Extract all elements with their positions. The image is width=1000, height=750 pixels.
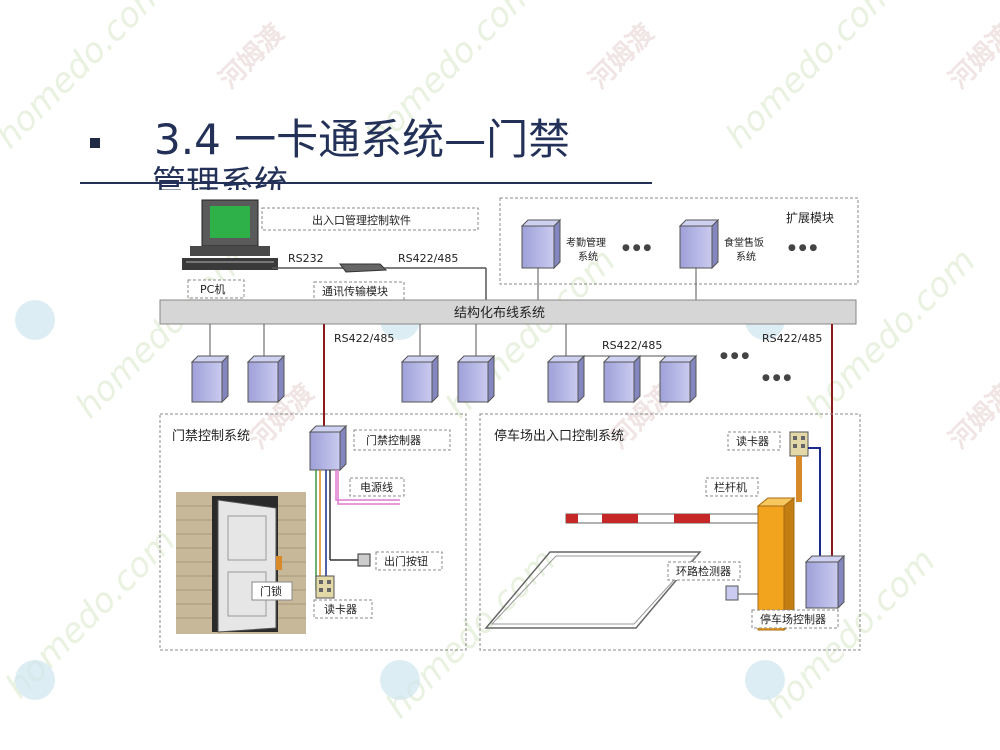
rs422-mid-label: RS422/485	[602, 339, 662, 352]
canteen-label-2: 系统	[736, 250, 756, 263]
parking-reader-label: 读卡器	[736, 434, 769, 448]
rs422-top-label: RS422/485	[398, 252, 458, 265]
barrier-label: 栏杆机	[714, 480, 747, 494]
loop-detector-icon	[725, 585, 739, 601]
parking-reader-label-box	[727, 431, 781, 451]
controller-cabinet-icon	[456, 354, 496, 404]
attendance-label-2: 系统	[578, 250, 598, 263]
page-title: 3.4 一卡通系统—门禁	[154, 115, 571, 164]
parking-card-reader-icon	[789, 431, 809, 502]
attendance-label: 考勤管理	[566, 236, 606, 249]
controller-cabinet-icon	[546, 354, 586, 404]
pc-label: PC机	[200, 282, 225, 296]
comm-module-icon	[339, 263, 388, 273]
loop-detector-label-box	[667, 561, 741, 581]
comm-module-label: 通讯传输模块	[322, 284, 388, 298]
ground-loop	[484, 551, 702, 629]
reader-label: 读卡器	[324, 602, 357, 616]
pc-label-box	[187, 279, 245, 299]
door-controller-label-box	[353, 429, 451, 451]
controller-cabinet-icon	[246, 354, 286, 404]
controller-cabinet-icon	[400, 354, 440, 404]
ellipsis-4: ● ● ●	[762, 373, 791, 383]
parking-controller-label: 停车场控制器	[760, 612, 826, 626]
watermark-flower-icon	[380, 660, 420, 700]
attendance-cabinet-icon	[520, 218, 562, 270]
canteen-cabinet-icon	[678, 218, 720, 270]
reader-label-box	[313, 599, 373, 619]
pc-icon	[182, 199, 278, 270]
watermark-flower-icon	[15, 300, 55, 340]
door-controller-cabinet-icon	[308, 424, 348, 472]
rs422-right-label: RS422/485	[762, 332, 822, 345]
exit-button-label: 出门按钮	[384, 554, 428, 568]
controller-cabinet-icon	[658, 354, 698, 404]
extension-label: 扩展模块	[786, 211, 834, 225]
ellipsis-3: ● ● ●	[720, 351, 749, 361]
power-label: 电源线	[360, 480, 393, 494]
controller-cabinet-icon	[602, 354, 642, 404]
software-label: 出入口管理控制软件	[312, 213, 411, 227]
exit-button-label-box	[375, 551, 443, 571]
bullet-icon	[90, 138, 100, 148]
watermark-flower-icon	[15, 660, 55, 700]
parking-system-label: 停车场出入口控制系统	[494, 428, 624, 444]
card-reader-icon	[315, 575, 335, 599]
extension-region	[499, 197, 859, 285]
cabinet-row	[190, 354, 698, 404]
lock-label-box	[251, 581, 293, 601]
cabling-label: 结构化布线系统	[454, 306, 545, 321]
loop-detector-label: 环路检测器	[676, 564, 731, 578]
door-icon	[176, 492, 306, 634]
barrier-post-icon	[756, 496, 796, 632]
ellipsis-2: ● ● ●	[788, 243, 817, 253]
ellipsis-1: ● ● ●	[622, 243, 651, 253]
power-label-box	[349, 477, 405, 497]
parking-controller-label-box	[751, 609, 839, 629]
watermark-flower-icon	[745, 660, 785, 700]
controller-cabinet-icon	[190, 354, 230, 404]
rs422-left-label: RS422/485	[334, 332, 394, 345]
rs232-label: RS232	[288, 252, 324, 265]
parking-system-region	[479, 413, 861, 651]
door-system-label: 门禁控制系统	[172, 429, 250, 444]
door-controller-label: 门禁控制器	[366, 433, 421, 447]
parking-controller-cabinet-icon	[804, 554, 846, 610]
page-title-line2: 管理系统	[152, 164, 288, 190]
barrier-label-box	[705, 477, 759, 497]
canteen-label: 食堂售饭	[724, 236, 764, 249]
cabling-bar	[159, 299, 857, 325]
software-box	[261, 207, 479, 231]
barrier-arm-icon	[565, 513, 759, 524]
lock-label: 门锁	[260, 584, 282, 598]
door-system-region	[159, 413, 467, 651]
exit-button-icon	[357, 553, 371, 567]
title-underline	[80, 182, 652, 184]
